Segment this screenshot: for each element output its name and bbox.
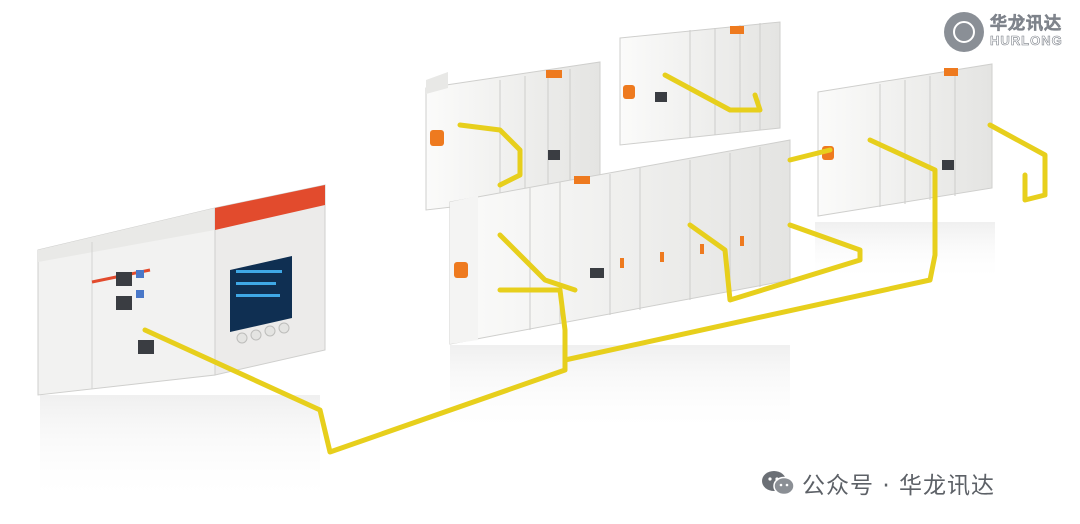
cable-front-to-right-link bbox=[787, 147, 833, 163]
io-rack-back-middle bbox=[619, 21, 781, 146]
wechat-icon bbox=[762, 471, 795, 496]
floor-reflection-right-rack bbox=[815, 222, 995, 282]
cable-front-rack-to-right-rack bbox=[562, 137, 938, 363]
orange-button bbox=[430, 130, 444, 146]
cable-right-loop bbox=[987, 122, 1048, 203]
orange-latch bbox=[546, 70, 562, 78]
rj45-port bbox=[548, 150, 560, 160]
io-rack-right bbox=[817, 63, 993, 217]
cable-controller-to-front-rack bbox=[142, 287, 568, 455]
wechat-watermark: 公众号 · 华龙讯达 bbox=[760, 466, 995, 500]
floor-reflection-controller bbox=[40, 395, 320, 505]
watermark-separator: · bbox=[882, 473, 891, 499]
watermark-account: 华龙讯达 bbox=[898, 473, 995, 499]
cable-back-left-loop bbox=[457, 122, 523, 188]
ethercat-cables bbox=[142, 72, 1048, 455]
hurlong-gear-logo-icon bbox=[944, 12, 984, 52]
cable-front-rack-loop bbox=[687, 222, 863, 303]
io-rack-front bbox=[449, 139, 791, 345]
watermark-prefix: 公众号 bbox=[802, 473, 874, 499]
hurlong-logo: 华龙讯达 HURLONG bbox=[944, 10, 1074, 54]
orange-button bbox=[623, 85, 635, 99]
logo-name-en: HURLONG bbox=[990, 33, 1063, 49]
cable-back-middle-loop bbox=[662, 72, 763, 113]
plc-controller bbox=[37, 184, 326, 396]
orange-button bbox=[454, 262, 468, 278]
cable-front-rack-bridge bbox=[497, 232, 578, 293]
logo-name-cn: 华龙讯达 bbox=[990, 14, 1062, 35]
